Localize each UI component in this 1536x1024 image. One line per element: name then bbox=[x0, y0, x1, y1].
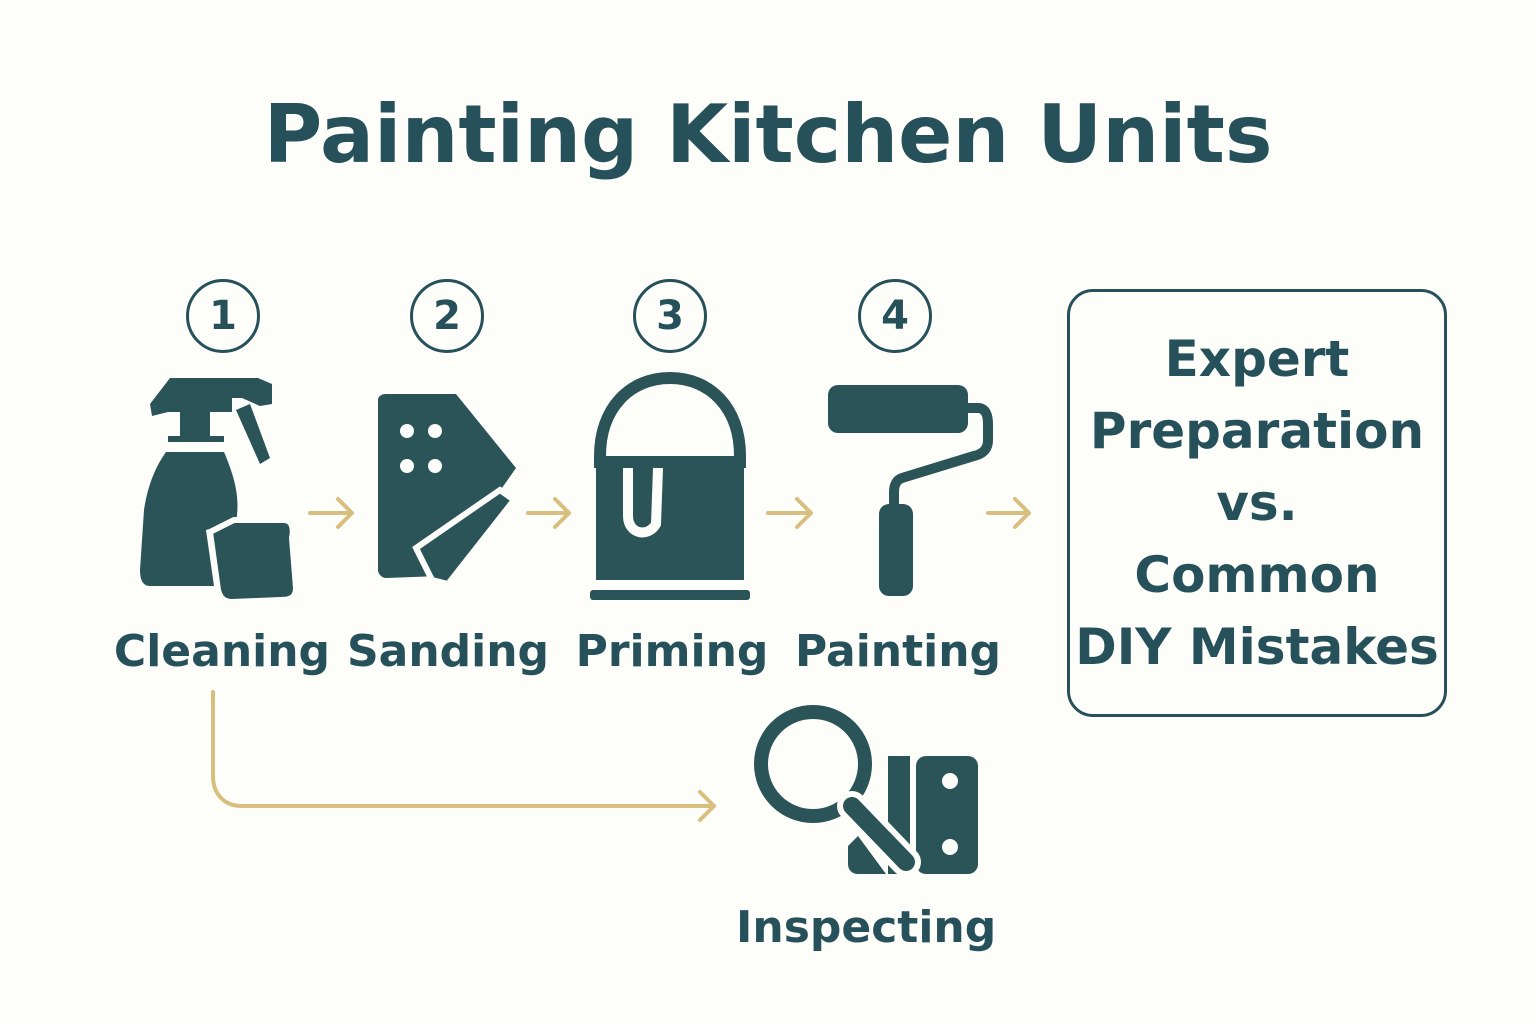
step-label-cleaning: Cleaning bbox=[113, 626, 331, 677]
step-label-priming: Priming bbox=[575, 626, 769, 677]
paint-bucket-icon bbox=[590, 371, 750, 600]
callout-line: DIY Mistakes bbox=[1075, 618, 1439, 676]
step-label-sanding: Sanding bbox=[346, 626, 550, 677]
callout-line: Common bbox=[1134, 546, 1380, 604]
sanding-block-icon bbox=[378, 394, 519, 588]
magnifier-cabinet-icon bbox=[754, 705, 978, 877]
callout-line: Preparation bbox=[1089, 402, 1425, 460]
flow-arrow bbox=[766, 497, 813, 529]
step-label-inspecting: Inspecting bbox=[736, 902, 997, 953]
flow-arrow bbox=[308, 497, 354, 529]
page-title: Painting Kitchen Units bbox=[263, 88, 1273, 181]
flow-arrow bbox=[986, 497, 1031, 529]
flow-arrow-inspect bbox=[211, 690, 716, 822]
callout-line: vs. bbox=[1216, 474, 1298, 532]
step-number-1: 1 bbox=[186, 279, 260, 353]
step-number-2: 2 bbox=[410, 279, 484, 353]
step-number-3: 3 bbox=[633, 279, 707, 353]
callout-box: Expert Preparation vs. Common DIY Mistak… bbox=[1067, 289, 1447, 717]
paint-roller-icon bbox=[828, 385, 993, 596]
spray-bottle-cloth-icon bbox=[140, 378, 300, 606]
step-label-painting: Painting bbox=[794, 626, 1002, 677]
flow-arrow bbox=[526, 497, 571, 529]
step-number-4: 4 bbox=[858, 279, 932, 353]
callout-line: Expert bbox=[1164, 330, 1350, 388]
